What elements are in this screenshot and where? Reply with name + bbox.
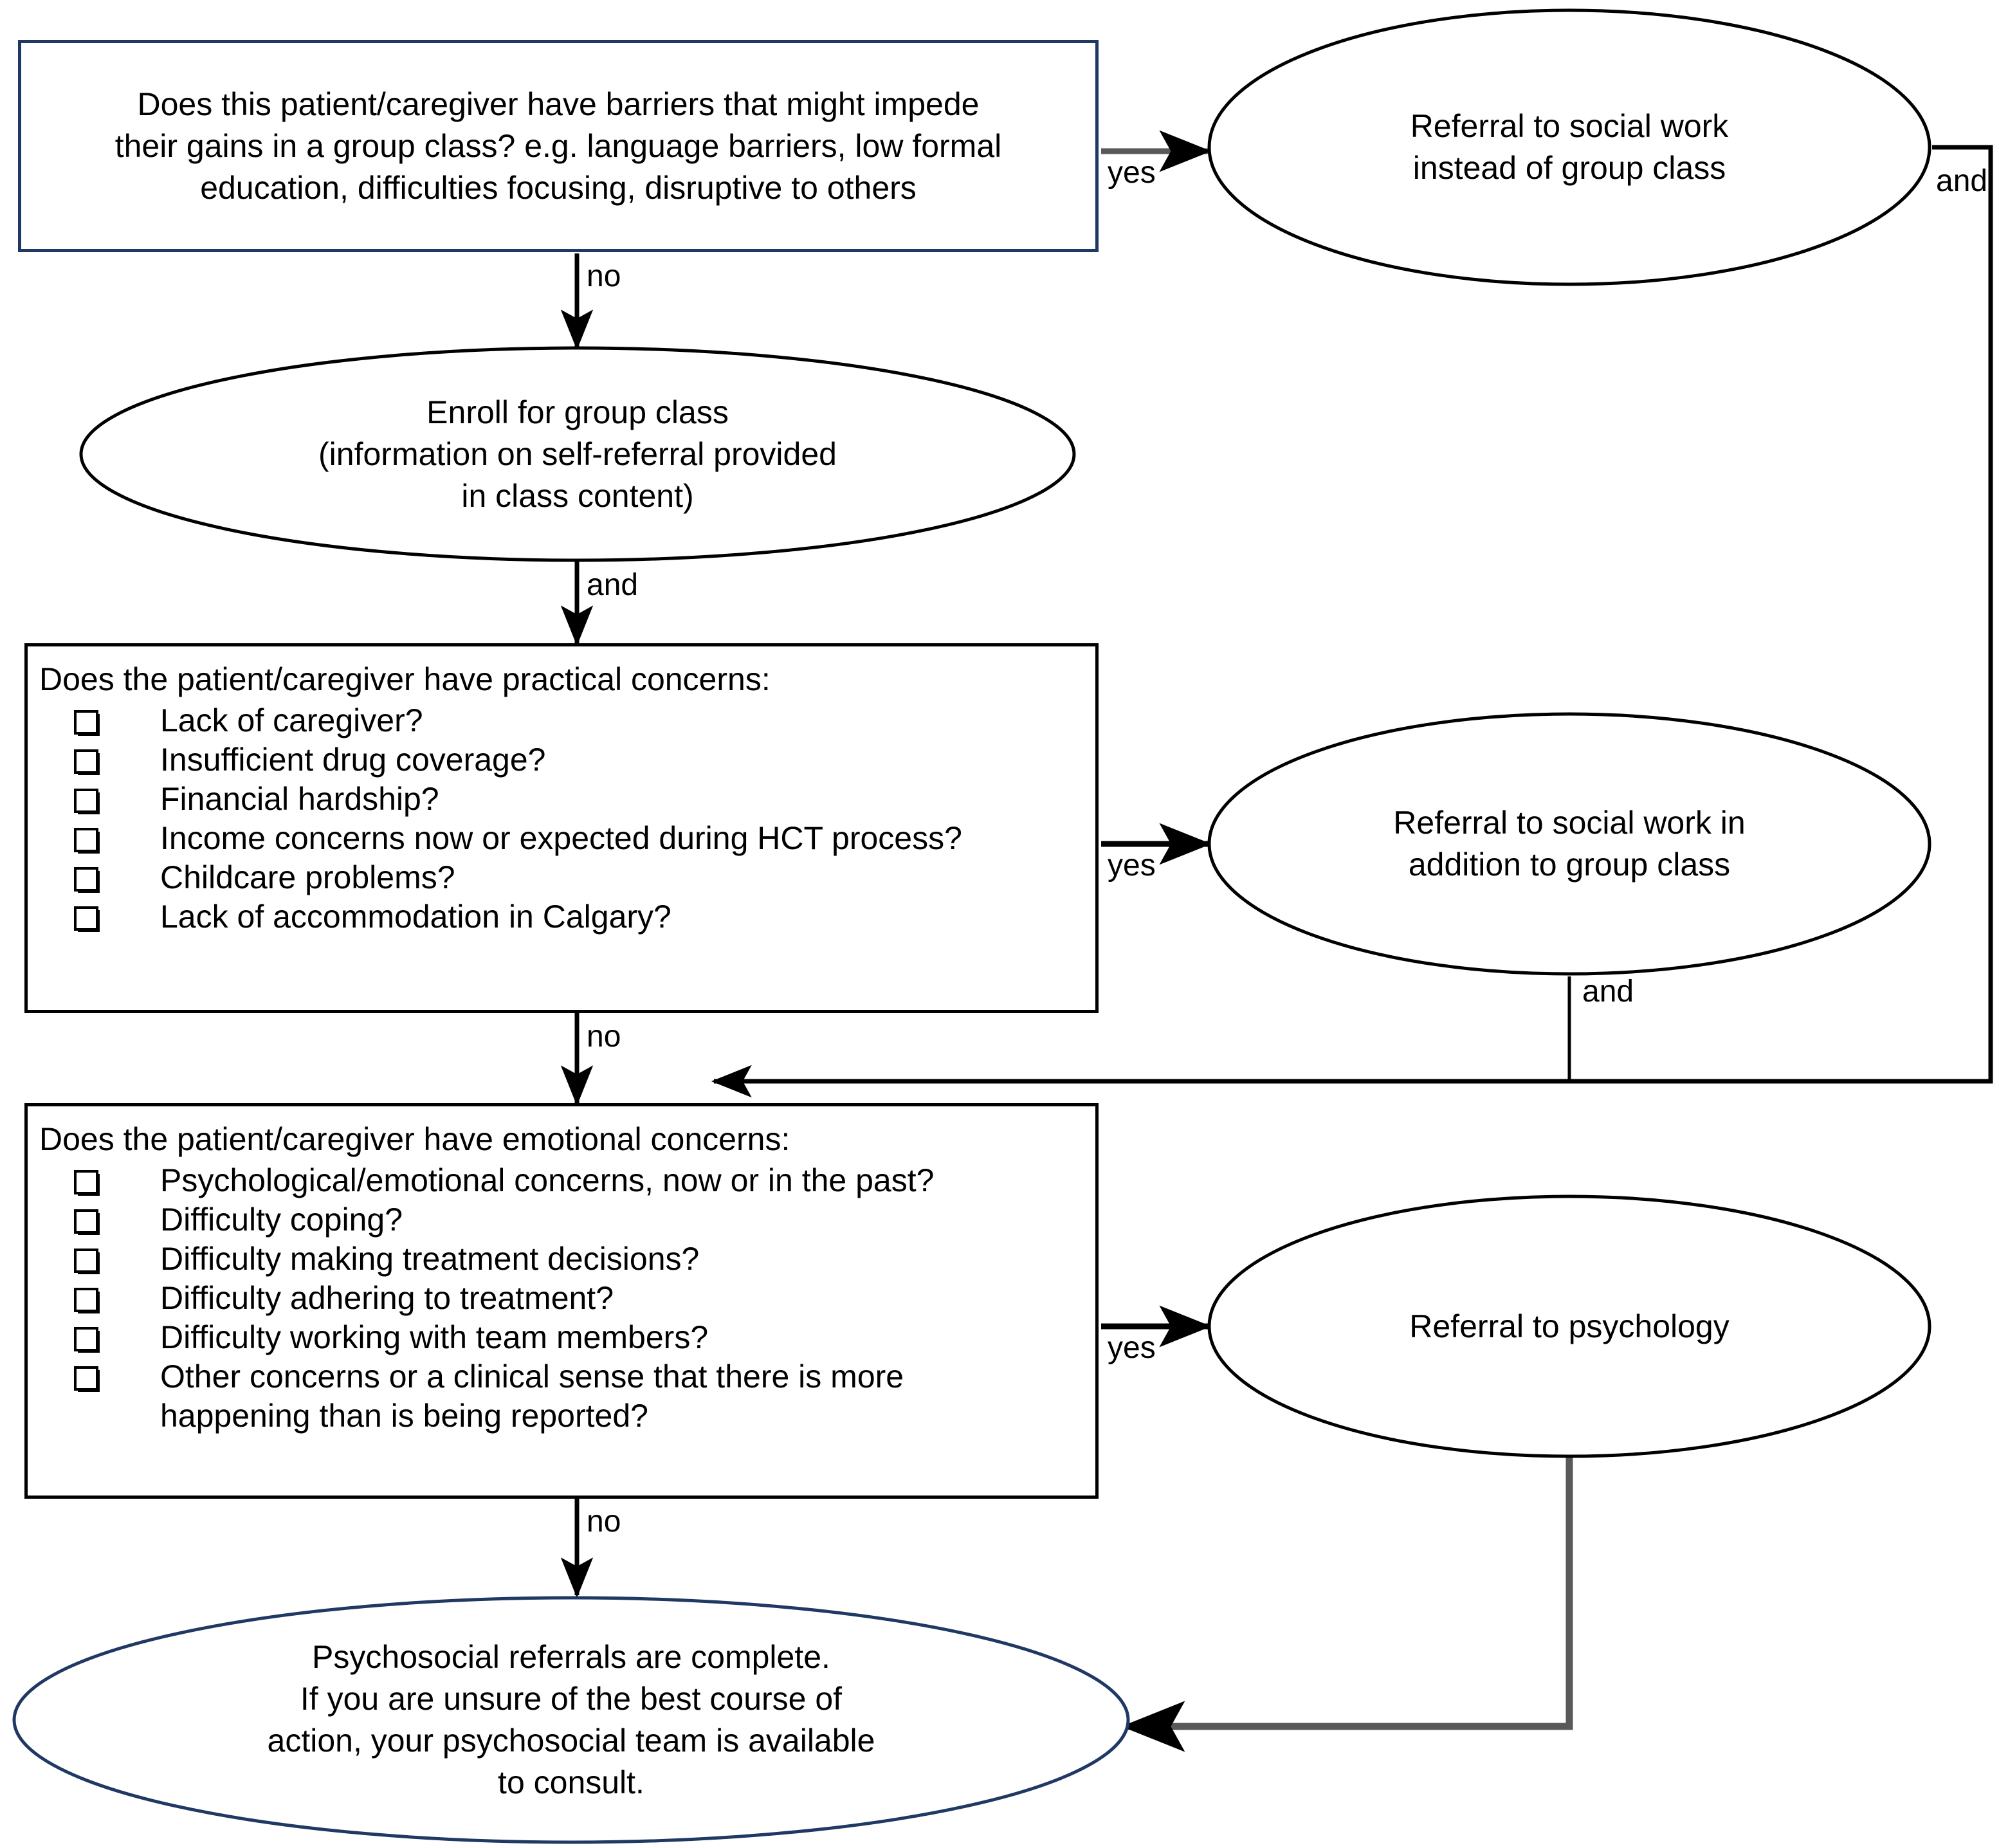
text-line: Referral to social work — [1410, 108, 1729, 144]
ellipse-social-work-addition-text: Referral to social work in addition to g… — [1207, 711, 1932, 976]
list-item[interactable]: Difficulty coping? — [39, 1200, 1095, 1240]
checkbox-icon[interactable] — [74, 828, 100, 854]
text-line: addition to group class — [1408, 846, 1731, 883]
emotional-concerns-list: Psychological/emotional concerns, now or… — [28, 1161, 1095, 1447]
edge-label-and-social-work-addition: and — [1582, 974, 1634, 1009]
list-item[interactable]: Difficulty working with team members? — [39, 1318, 1095, 1357]
text-line: (information on self-referral provided — [318, 435, 837, 472]
edge-label-yes-emotional: yes — [1108, 1331, 1156, 1365]
ellipse-shape — [1207, 712, 1931, 976]
list-item-label: Difficulty coping? — [160, 1202, 403, 1238]
list-item-line: Other concerns or a clinical sense that … — [160, 1359, 904, 1395]
ellipse-enroll-group-class[interactable]: Enroll for group class (information on s… — [78, 345, 1077, 563]
list-item-label: Insufficient drug coverage? — [160, 742, 546, 778]
practical-concerns-list: Lack of caregiver? Insufficient drug cov… — [28, 701, 1095, 948]
checklist-title: Does the patient/caregiver have practica… — [39, 661, 771, 697]
edge-label-no-practical: no — [587, 1020, 621, 1054]
ellipse-enroll-group-class-text: Enroll for group class (information on s… — [78, 345, 1077, 563]
ellipse-social-work-addition[interactable]: Referral to social work in addition to g… — [1207, 711, 1932, 976]
text-line: to consult. — [498, 1764, 644, 1800]
list-item-label: Financial hardship? — [160, 781, 439, 817]
ellipse-referrals-complete-text: Psychosocial referrals are complete. If … — [12, 1594, 1131, 1846]
edge-label-no-emotional: no — [587, 1505, 621, 1539]
list-item[interactable]: Other concerns or a clinical sense that … — [39, 1357, 1095, 1436]
list-item[interactable]: Financial hardship? — [39, 780, 1095, 819]
list-item-label: Difficulty making treatment decisions? — [160, 1241, 700, 1277]
list-item-label: Other concerns or a clinical sense that … — [160, 1357, 1095, 1436]
checklist-box-practical-concerns[interactable]: Does the patient/caregiver have practica… — [24, 643, 1099, 1013]
edge-label-no-barriers: no — [587, 259, 621, 293]
ellipse-shape — [12, 1596, 1130, 1844]
edge-label-yes-barriers: yes — [1108, 156, 1156, 190]
edge-psychology-to-complete — [1121, 1458, 1573, 1752]
ellipse-referrals-complete[interactable]: Psychosocial referrals are complete. If … — [12, 1594, 1131, 1846]
list-item[interactable]: Insufficient drug coverage? — [39, 740, 1095, 780]
list-item-line: happening than is being reported? — [160, 1398, 648, 1434]
text-line: If you are unsure of the best course of — [300, 1681, 843, 1717]
text-line: Does this patient/caregiver have barrier… — [137, 86, 980, 122]
list-item-label: Difficulty working with team members? — [160, 1319, 709, 1355]
checkbox-icon[interactable] — [74, 867, 100, 893]
text-line: in class content) — [461, 477, 694, 514]
checkbox-icon[interactable] — [74, 1249, 100, 1274]
ellipse-shape — [1207, 1194, 1931, 1458]
list-item[interactable]: Lack of accommodation in Calgary? — [39, 897, 1095, 937]
checkbox-icon[interactable] — [74, 789, 100, 814]
list-item[interactable]: Lack of caregiver? — [39, 701, 1095, 740]
list-item-label: Lack of caregiver? — [160, 702, 423, 738]
text-line: Referral to social work in — [1393, 805, 1746, 841]
checklist-title: Does the patient/caregiver have emotiona… — [39, 1121, 790, 1157]
edge-label-yes-practical: yes — [1108, 848, 1156, 883]
list-item[interactable]: Psychological/emotional concerns, now or… — [39, 1161, 1095, 1200]
checkbox-icon[interactable] — [74, 1170, 100, 1196]
ellipse-shape — [79, 346, 1076, 562]
edge-label-and-enroll: and — [587, 568, 639, 602]
checkbox-icon[interactable] — [74, 1288, 100, 1313]
text-line: Psychosocial referrals are complete. — [312, 1639, 830, 1675]
text-line: action, your psychosocial team is availa… — [267, 1723, 875, 1759]
checkbox-icon[interactable] — [74, 906, 100, 932]
list-item-label: Income concerns now or expected during H… — [160, 820, 962, 856]
checkbox-icon[interactable] — [74, 1366, 100, 1392]
text-line: Enroll for group class — [426, 394, 729, 430]
list-item[interactable]: Childcare problems? — [39, 858, 1095, 897]
question-box-barriers[interactable]: Does this patient/caregiver have barrier… — [18, 40, 1099, 252]
list-item-label: Difficulty adhering to treatment? — [160, 1280, 614, 1316]
list-item-label: Lack of accommodation in Calgary? — [160, 899, 671, 935]
list-item[interactable]: Difficulty making treatment decisions? — [39, 1240, 1095, 1279]
text-line: instead of group class — [1412, 150, 1726, 186]
text-line: their gains in a group class? e.g. langu… — [114, 127, 1002, 164]
list-item[interactable]: Income concerns now or expected during H… — [39, 819, 1095, 858]
checklist-box-emotional-concerns[interactable]: Does the patient/caregiver have emotiona… — [24, 1103, 1099, 1499]
text-line: education, difficulties focusing, disrup… — [200, 169, 917, 206]
list-item[interactable]: Difficulty adhering to treatment? — [39, 1279, 1095, 1318]
checkbox-icon[interactable] — [74, 1327, 100, 1353]
checkbox-icon[interactable] — [74, 749, 100, 775]
ellipse-social-work-instead[interactable]: Referral to social work instead of group… — [1207, 8, 1932, 287]
ellipse-shape — [1207, 8, 1931, 286]
question-box-barriers-text: Does this patient/caregiver have barrier… — [21, 43, 1095, 249]
list-item-label: Psychological/emotional concerns, now or… — [160, 1162, 935, 1198]
checkbox-icon[interactable] — [74, 1209, 100, 1235]
ellipse-social-work-instead-text: Referral to social work instead of group… — [1207, 8, 1932, 287]
checkbox-icon[interactable] — [74, 710, 100, 736]
ellipse-referral-psychology[interactable]: Referral to psychology — [1207, 1194, 1932, 1459]
ellipse-referral-psychology-text: Referral to psychology — [1207, 1194, 1932, 1459]
list-item-label: Childcare problems? — [160, 859, 455, 895]
edge-label-and-social-work-instead: and — [1936, 164, 1988, 198]
text-line: Referral to psychology — [1409, 1308, 1730, 1344]
